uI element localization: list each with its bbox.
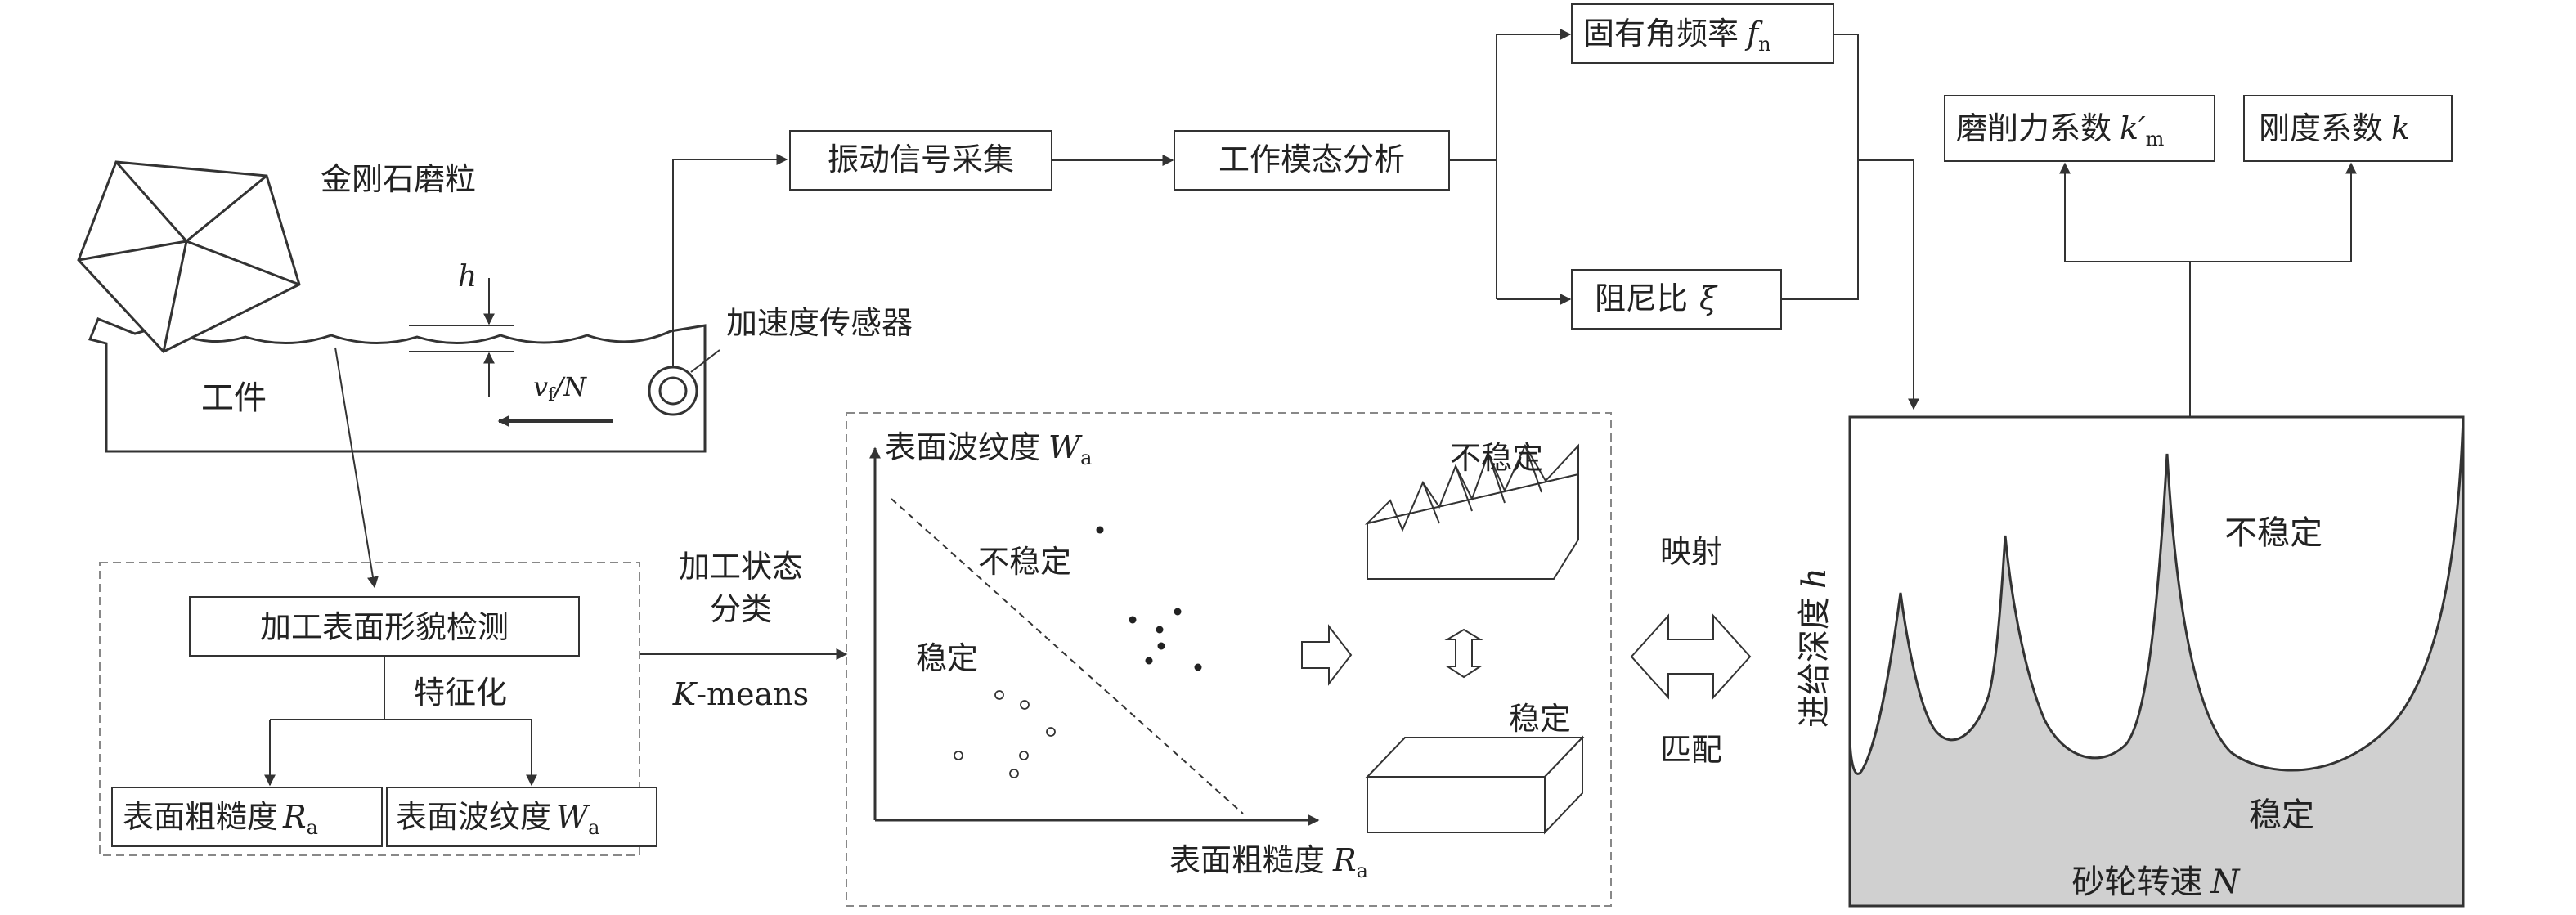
cluster-stable-label: 稳定 xyxy=(916,640,978,676)
mapping-bottom-label: 匹配 xyxy=(1660,732,1722,768)
stiffness-box xyxy=(2243,95,2453,162)
acquisition-box xyxy=(789,130,1052,191)
classification-line1: 加工状态 xyxy=(679,549,803,585)
waviness-box xyxy=(386,787,657,847)
stable-points xyxy=(954,690,1056,778)
detection-label: 加工表面形貌检测 xyxy=(260,609,509,645)
sensor-label: 加速度传感器 xyxy=(726,305,913,341)
natural-frequency-box xyxy=(1571,3,1834,64)
grinding-force-box xyxy=(1944,95,2215,162)
depth-symbol: h xyxy=(458,260,477,294)
featurize-label: 特征化 xyxy=(414,675,507,711)
sensor-to-acquisition-line xyxy=(672,154,788,367)
unstable-surface-block xyxy=(1364,443,1579,580)
mapping-double-arrow xyxy=(1630,613,1752,700)
grinding-schematic xyxy=(77,154,788,589)
cluster-unstable-label: 不稳定 xyxy=(978,544,1071,580)
hollow-right-arrow xyxy=(1301,624,1353,686)
mapping-top-label: 映射 xyxy=(1660,534,1722,570)
kmeans-label: K-means xyxy=(672,676,809,712)
lobe-y-label: 进给深度h xyxy=(1796,567,1833,728)
parameters-to-lobe-arrow xyxy=(1858,159,1919,410)
stable-surface-block xyxy=(1365,735,1585,835)
lobe-stable-label: 稳定 xyxy=(2249,796,2314,834)
cluster-plot-group xyxy=(846,412,1612,907)
surface-feature-group xyxy=(99,562,640,856)
cluster-boundary xyxy=(891,498,1244,814)
detection-box xyxy=(189,596,580,657)
diamond-grain-facets xyxy=(78,161,300,352)
roughness-box xyxy=(111,787,383,847)
unstable-surface-label: 不稳定 xyxy=(1450,440,1543,476)
modal-analysis-box xyxy=(1174,130,1450,191)
lobe-chart xyxy=(1848,415,2465,908)
modal-to-frequency-arrow xyxy=(1496,29,1572,299)
damping-ratio-box xyxy=(1571,269,1782,330)
lobe-chart-frame xyxy=(1848,415,2465,908)
classification-line2: 分类 xyxy=(710,591,772,627)
workpiece-label: 工件 xyxy=(201,379,267,417)
modal-analysis-label: 工作模态分析 xyxy=(1218,141,1405,177)
lobe-unstable-label: 不稳定 xyxy=(2224,514,2322,552)
stable-region xyxy=(1848,416,2465,908)
workpiece-to-detection-line xyxy=(334,347,379,589)
grain-label: 金刚石磨粒 xyxy=(321,161,476,197)
diamond-grain-shape xyxy=(77,160,301,353)
workpiece-shape xyxy=(88,317,707,453)
feed-label: vf/N xyxy=(533,371,587,406)
acquisition-label: 振动信号采集 xyxy=(828,141,1014,177)
double-vertical-arrow xyxy=(1444,628,1483,679)
stable-surface-label: 稳定 xyxy=(1509,701,1571,737)
unstable-points xyxy=(1096,526,1202,671)
